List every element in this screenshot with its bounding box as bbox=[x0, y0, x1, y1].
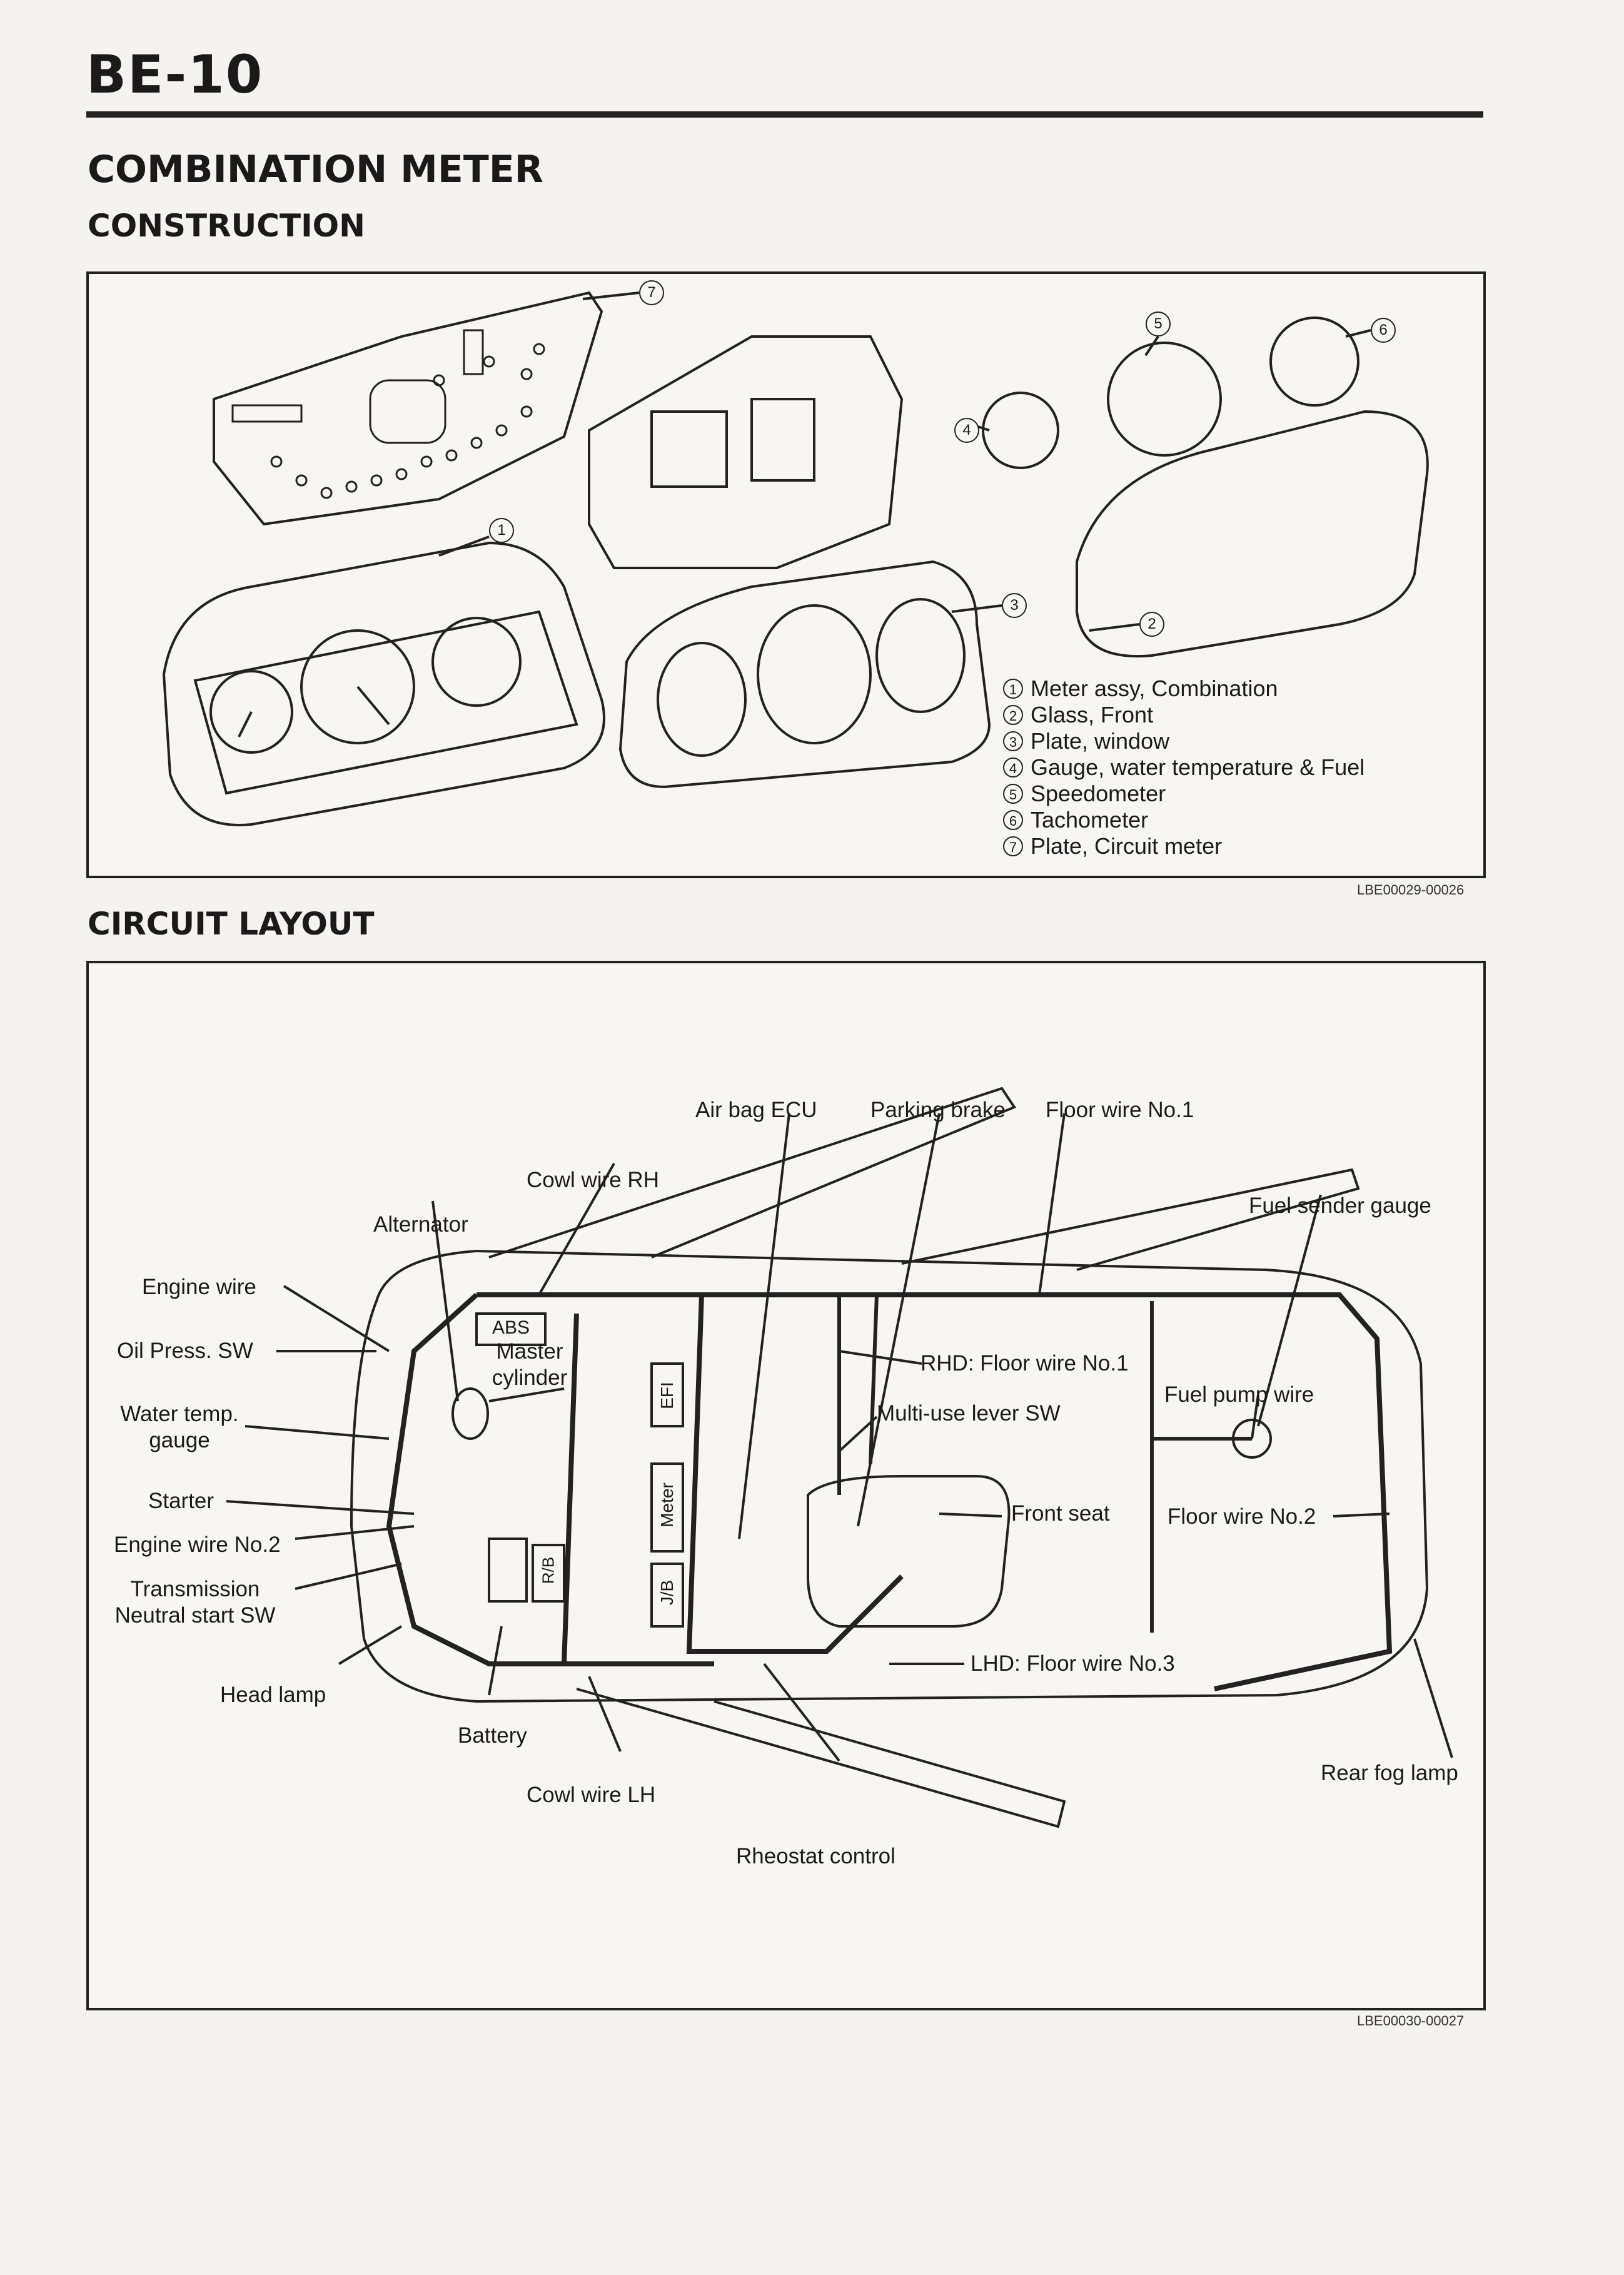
fuel-sender-shape bbox=[1232, 1419, 1272, 1459]
callout-7: 7 bbox=[639, 280, 664, 305]
rb-box bbox=[532, 1544, 565, 1603]
circuit-heading: CIRCUIT LAYOUT bbox=[88, 906, 375, 942]
label-lhd-floor-wire-no3: LHD: Floor wire No.3 bbox=[971, 1651, 1175, 1676]
label-parking-brake: Parking brake bbox=[870, 1098, 1006, 1122]
jb-box bbox=[650, 1563, 684, 1628]
callout-6: 6 bbox=[1371, 318, 1396, 343]
door-front-lh bbox=[576, 1688, 1066, 1828]
label-rheostat-control: Rheostat control bbox=[736, 1844, 895, 1868]
section-title: COMBINATION METER bbox=[88, 148, 543, 191]
label-transmission-neutral-start-sw: Transmission Neutral start SW bbox=[114, 1577, 276, 1628]
meter-housing-drawing bbox=[588, 335, 904, 569]
gauge-water-temp-fuel-drawing bbox=[982, 392, 1059, 469]
circuit-figure-code: LBE00030-00027 bbox=[1357, 2013, 1465, 2029]
master-cylinder-shape bbox=[451, 1387, 489, 1440]
label-multi-use-lever-sw: Multi-use lever SW bbox=[877, 1401, 1061, 1426]
main-harness bbox=[477, 1292, 1393, 1691]
label-starter: Starter bbox=[148, 1489, 214, 1513]
car-body-outline bbox=[350, 1249, 1429, 1703]
window-plate-drawing bbox=[618, 560, 991, 789]
circuit-plate-drawing bbox=[213, 291, 603, 526]
label-floor-wire-no1: Floor wire No.1 bbox=[1046, 1098, 1194, 1122]
callout-2: 2 bbox=[1139, 612, 1164, 637]
construction-heading: CONSTRUCTION bbox=[88, 208, 366, 244]
efi-label: EFI bbox=[657, 1382, 677, 1409]
construction-figure: 7 1 3 2 4 5 6 bbox=[86, 271, 1486, 878]
label-cowl-wire-rh: Cowl wire RH bbox=[527, 1168, 659, 1192]
abs-box bbox=[475, 1312, 547, 1346]
label-rhd-floor-wire-no1: RHD: Floor wire No.1 bbox=[920, 1351, 1129, 1376]
label-air-bag-ecu: Air bag ECU bbox=[695, 1098, 817, 1122]
label-head-lamp: Head lamp bbox=[220, 1683, 326, 1707]
label-oil-press-sw: Oil Press. SW bbox=[117, 1339, 253, 1363]
label-battery: Battery bbox=[458, 1723, 527, 1748]
callout-1: 1 bbox=[489, 518, 514, 543]
label-engine-wire: Engine wire bbox=[142, 1275, 256, 1299]
meter-assy-drawing bbox=[162, 541, 605, 826]
tachometer-drawing bbox=[1269, 317, 1359, 407]
callout-5: 5 bbox=[1146, 312, 1171, 337]
door-front-rh bbox=[488, 1087, 1017, 1259]
jb-label: J/B bbox=[657, 1579, 677, 1606]
label-rear-fog-lamp: Rear fog lamp bbox=[1321, 1761, 1458, 1785]
circuit-illustration bbox=[226, 1087, 1453, 1828]
label-engine-wire-no2: Engine wire No.2 bbox=[114, 1533, 281, 1557]
label-alternator: Alternator bbox=[373, 1212, 468, 1237]
label-fuel-pump-wire: Fuel pump wire bbox=[1164, 1382, 1314, 1407]
meter-label: Meter bbox=[657, 1482, 677, 1528]
abs-label: ABS bbox=[492, 1317, 530, 1338]
front-seat-shape bbox=[807, 1475, 1011, 1628]
meter-box bbox=[650, 1462, 684, 1553]
speedometer-drawing bbox=[1107, 342, 1222, 457]
glass-front-drawing bbox=[1076, 410, 1429, 658]
efi-box bbox=[650, 1362, 684, 1427]
page-code: BE-10 bbox=[86, 44, 264, 105]
callout-3: 3 bbox=[1002, 593, 1027, 618]
callout-4: 4 bbox=[954, 418, 979, 443]
construction-figure-code: LBE00029-00026 bbox=[1357, 882, 1465, 898]
battery-box bbox=[488, 1538, 528, 1603]
label-master-cylinder: Master cylinder bbox=[492, 1339, 568, 1390]
header-rule bbox=[86, 111, 1483, 118]
door-rear-rh bbox=[901, 1168, 1360, 1271]
label-front-seat: Front seat bbox=[1011, 1501, 1110, 1526]
construction-illustration bbox=[162, 291, 1429, 826]
label-water-temp-gauge: Water temp. gauge bbox=[120, 1402, 239, 1452]
circuit-figure: ABS Air bag ECU Parking brake Floor wire… bbox=[86, 961, 1486, 2010]
rb-label: R/B bbox=[538, 1556, 558, 1584]
label-floor-wire-no2: Floor wire No.2 bbox=[1168, 1504, 1316, 1529]
label-fuel-sender-gauge: Fuel sender gauge bbox=[1249, 1193, 1431, 1218]
label-cowl-wire-lh: Cowl wire LH bbox=[527, 1783, 656, 1807]
